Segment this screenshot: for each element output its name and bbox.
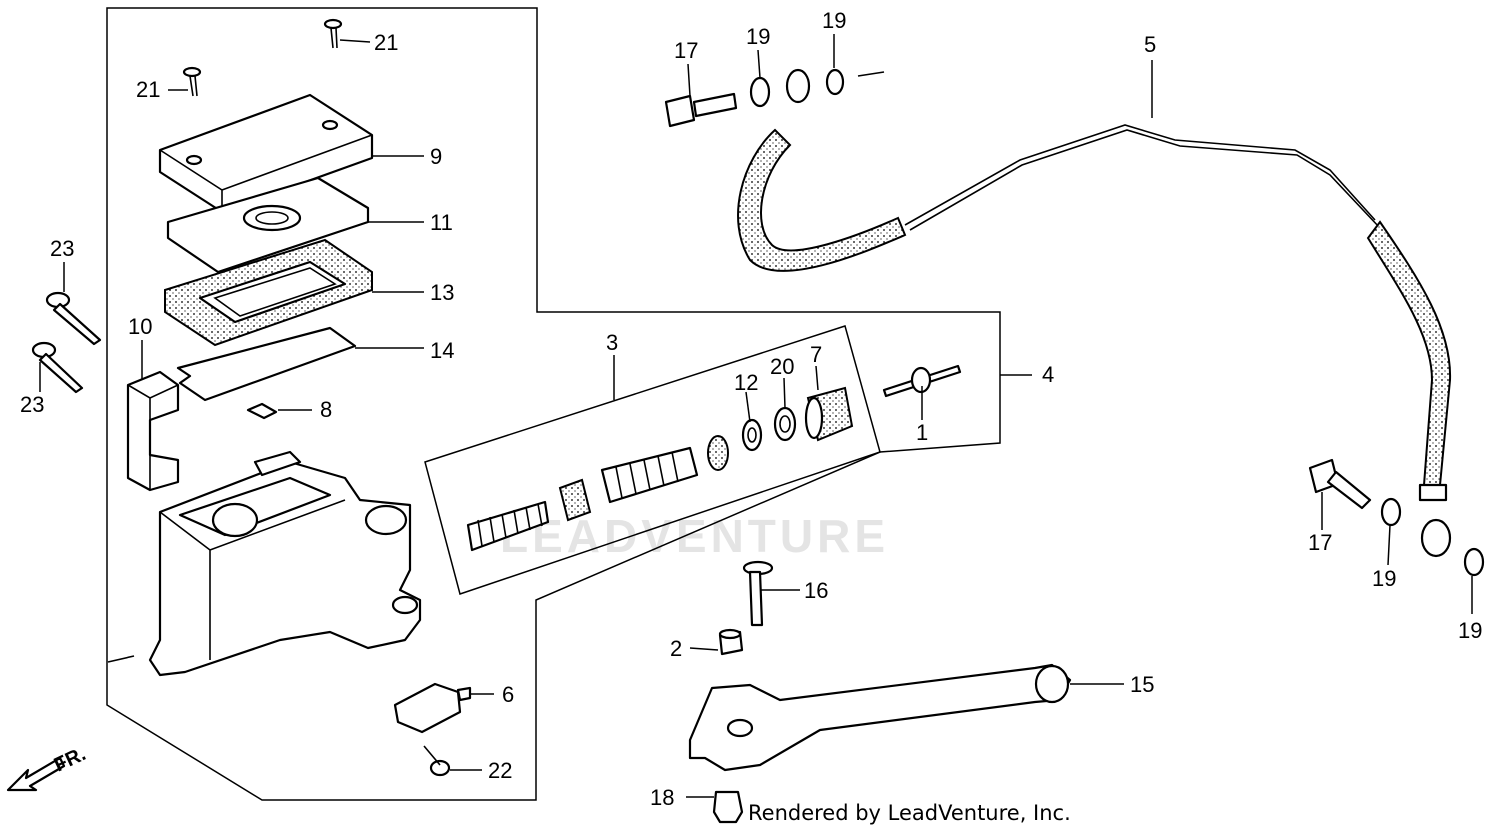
callout-5: 5: [1144, 32, 1156, 57]
callout-19b: 19: [822, 8, 846, 33]
reservoir-cap-9: [158, 93, 374, 214]
callout-17a: 17: [674, 38, 698, 63]
callout-11: 11: [430, 210, 453, 235]
callout-10: 10: [128, 314, 152, 339]
banjo-bolt-17-top: [664, 92, 738, 128]
clutch-hose-5: [737, 124, 1452, 558]
spring: [466, 500, 550, 552]
fr-arrow-body: [107, 655, 135, 663]
callout-13: 13: [430, 280, 454, 305]
piston: [600, 446, 699, 504]
washer-19-c: [1380, 497, 1402, 527]
direction-arrow-top: [857, 71, 885, 77]
callout-23b: 23: [20, 392, 44, 417]
callout-19d: 19: [1458, 618, 1482, 643]
front-direction-arrow: FR.: [6, 743, 89, 792]
callout-15: 15: [1130, 672, 1154, 697]
secondary-cup: [707, 435, 729, 471]
bolt-23-lower: [31, 341, 84, 394]
master-cylinder-body: [148, 450, 422, 677]
callout-7: 7: [810, 342, 822, 367]
watermark-text: LEADVENTURE: [500, 510, 889, 562]
banjo-bolt-17-right: [1308, 458, 1372, 510]
gasket-plate-14: [176, 326, 357, 402]
diaphragm-13: [164, 238, 373, 347]
callout-9: 9: [430, 144, 442, 169]
washer-12: [741, 418, 763, 452]
pivot-bolt-16: [742, 560, 774, 627]
push-rod-1: [882, 364, 962, 398]
circlip-20: [773, 406, 797, 442]
callout-14: 14: [430, 338, 454, 363]
callout-4: 4: [1042, 362, 1054, 387]
leader-lines: [39, 34, 1473, 798]
callout-3: 3: [606, 330, 618, 355]
clutch-switch-6: [393, 682, 472, 734]
callout-21a: 21: [374, 30, 398, 55]
callout-2: 2: [670, 636, 682, 661]
boot-7: [804, 386, 854, 442]
holder-10: [126, 370, 180, 492]
piston-kit-outline: [424, 325, 881, 595]
callout-6: 6: [502, 682, 514, 707]
bolt-23-upper: [45, 291, 102, 346]
screw-21-left: [182, 66, 202, 97]
callout-23a: 23: [50, 236, 74, 261]
callout-19a: 19: [746, 24, 770, 49]
cup-seal: [558, 478, 592, 522]
credit-text: Rendered by LeadVenture, Inc.: [748, 801, 1071, 825]
callout-16: 16: [804, 578, 828, 603]
callout-17b: 17: [1308, 530, 1332, 555]
washer-19-a: [749, 76, 771, 108]
banjo-fitting: [785, 68, 811, 104]
nut-18: [712, 790, 744, 824]
callout-19c: 19: [1372, 566, 1396, 591]
washer-19-b: [825, 68, 845, 96]
callout-1: 1: [916, 420, 928, 445]
clip-8: [246, 402, 278, 420]
screw-22: [423, 745, 451, 777]
callout-20: 20: [770, 354, 794, 379]
callout-8: 8: [320, 397, 332, 422]
clutch-lever-15: [688, 663, 1072, 772]
screw-21-top: [323, 18, 343, 49]
washer-19-d: [1463, 547, 1485, 577]
callout-21b: 21: [136, 77, 160, 102]
collar-2: [718, 628, 744, 656]
callout-18: 18: [650, 785, 674, 810]
callout-22: 22: [488, 758, 512, 783]
callout-12: 12: [734, 370, 758, 395]
